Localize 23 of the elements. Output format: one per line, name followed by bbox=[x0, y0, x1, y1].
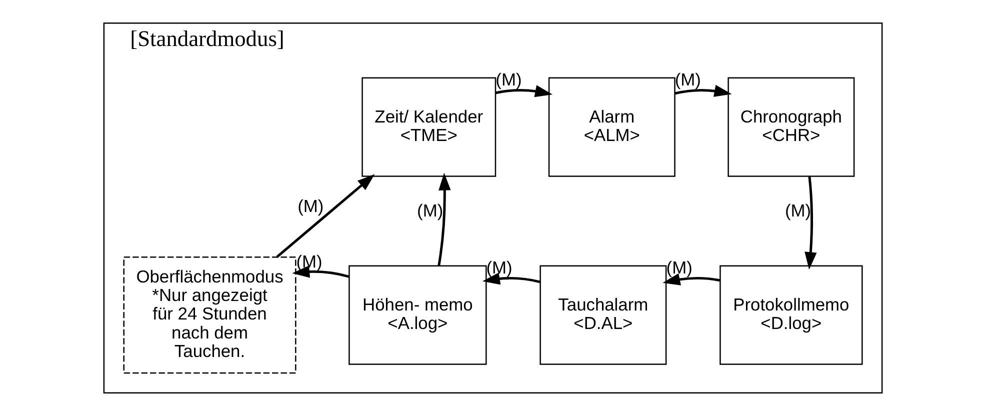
node-box: Protokollmemo <D.log> bbox=[720, 265, 863, 365]
edge-label: (M) bbox=[674, 69, 701, 90]
node-box: Höhen- memo <A.log> bbox=[348, 265, 487, 365]
arrow bbox=[482, 272, 540, 285]
edge-label: (M) bbox=[417, 200, 444, 221]
edge-label: (M) bbox=[296, 251, 322, 272]
node-box: Tauchalarm <D.AL> bbox=[540, 265, 667, 365]
arrow bbox=[276, 174, 375, 258]
edge-label: (M) bbox=[496, 69, 522, 90]
edge-label: (M) bbox=[298, 196, 324, 216]
node-box: Alarm <ALM> bbox=[548, 77, 676, 177]
arrow bbox=[495, 85, 553, 98]
node-box: Zeit/ Kalender <TME> bbox=[362, 77, 496, 177]
arrow bbox=[662, 273, 720, 286]
arrow bbox=[292, 266, 350, 278]
arrow bbox=[674, 84, 732, 97]
edge-label: (M) bbox=[486, 257, 512, 278]
arrow bbox=[438, 172, 451, 266]
node-box: Chronograph <CHR> bbox=[728, 77, 855, 177]
edge-label: (M) bbox=[666, 258, 692, 278]
arrow bbox=[804, 176, 817, 270]
node-box: Oberflächenmodus *Nur angezeigt für 24 Stunden nach dem Tauchen. bbox=[123, 256, 296, 374]
edge-label: (M) bbox=[784, 200, 812, 220]
